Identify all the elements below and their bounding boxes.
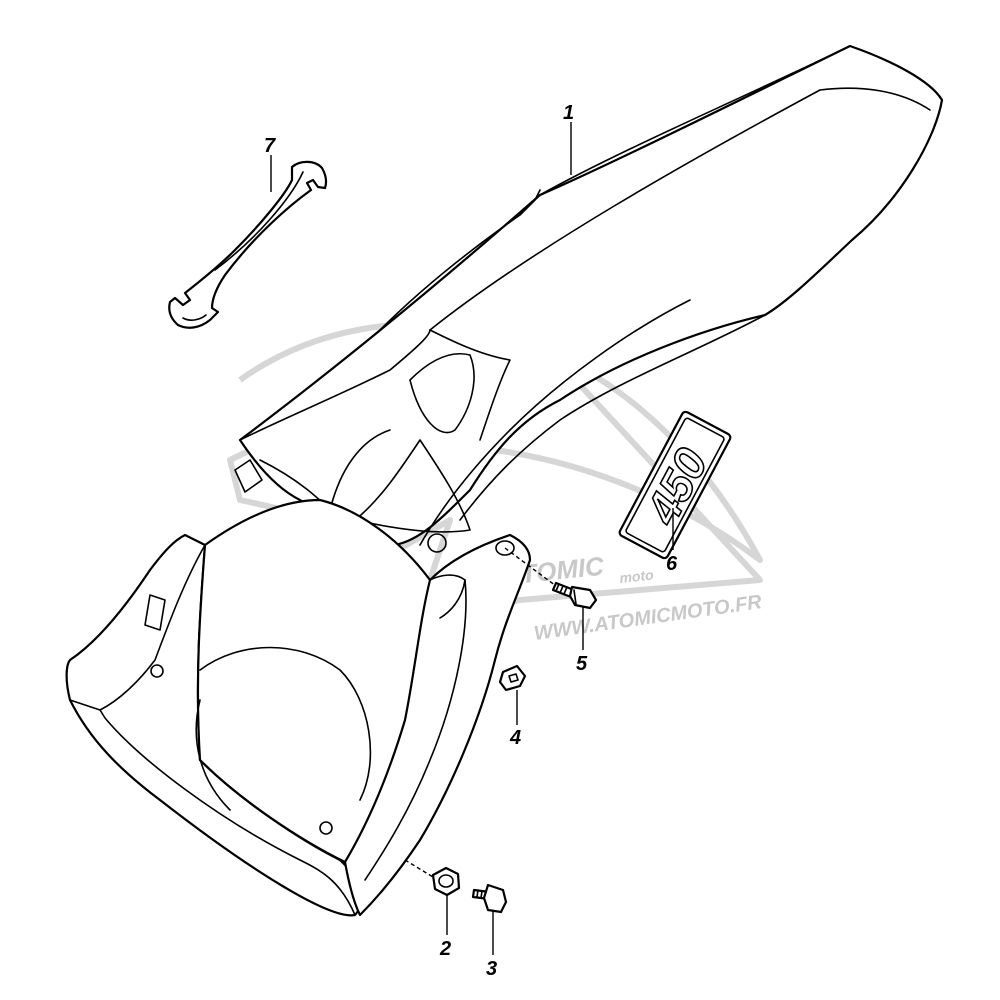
callout-6: 6 (666, 553, 678, 575)
fender-side-swoop (459, 314, 766, 521)
fender-arch-curve-2 (195, 699, 231, 811)
fender-wing-detail (354, 439, 471, 533)
callout-5: 5 (576, 653, 588, 675)
clip-nut-slot (508, 673, 519, 683)
fender-bolt-hole-center (427, 533, 447, 553)
rear-fender (65, 44, 944, 917)
decal-inner-border (625, 417, 725, 553)
fender-mount-hole-upper (495, 540, 515, 556)
fender-step-line (379, 189, 541, 331)
watermark-logo-subtext: moto (619, 566, 655, 586)
fender-inner-cutout (409, 353, 475, 434)
fender-mount-leg (343, 533, 532, 917)
callout-3: 3 (486, 958, 497, 980)
callout-numbers: 1 2 3 4 5 6 7 (264, 102, 678, 980)
clip-nut-body (498, 664, 527, 692)
callout-1: 1 (563, 102, 574, 124)
nut-outer (431, 866, 461, 897)
callout-2: 2 (439, 938, 451, 960)
wrench-edge-2 (182, 314, 207, 321)
fender-front-rib-2 (239, 329, 431, 441)
callout-4: 4 (509, 727, 521, 749)
spanner-wrench (168, 160, 328, 329)
fender-mount-tab (429, 574, 466, 619)
bolt-3-head (482, 883, 508, 914)
nut-2 (431, 866, 461, 897)
fender-mount-leg-edge (364, 579, 467, 881)
bolt-5 (551, 581, 598, 610)
assembly-line-bolt-5 (504, 547, 557, 587)
fender-side-strip-2 (99, 709, 356, 916)
fender-side-swoop-2 (419, 299, 691, 546)
clip-nut-4 (498, 664, 527, 692)
fender-ridge-line (539, 45, 851, 196)
wrench-edge (214, 171, 304, 271)
fender-side-step (144, 594, 166, 631)
fender-side-strip (69, 544, 206, 711)
fender-wing-notch (234, 459, 263, 493)
nut-hole (438, 874, 454, 888)
assembly-line-nut-2 (404, 859, 434, 878)
bolt-3 (471, 883, 508, 914)
bolt-5-threads (555, 583, 568, 595)
decal-plate (618, 410, 732, 560)
fender-front-rib (429, 329, 511, 441)
callout-7: 7 (264, 135, 276, 157)
wrench-body (168, 160, 328, 329)
fender-bolt-hole-left (150, 664, 164, 678)
leader-lines (270, 122, 674, 955)
fender-bolt-hole-lower (319, 821, 333, 835)
fender-inner-ridge (429, 87, 931, 331)
bolt-5-flange (573, 589, 577, 605)
watermark-url-text: WWW.ATOMICMOTO.FR (533, 591, 764, 645)
fender-arch-curve (199, 646, 372, 801)
